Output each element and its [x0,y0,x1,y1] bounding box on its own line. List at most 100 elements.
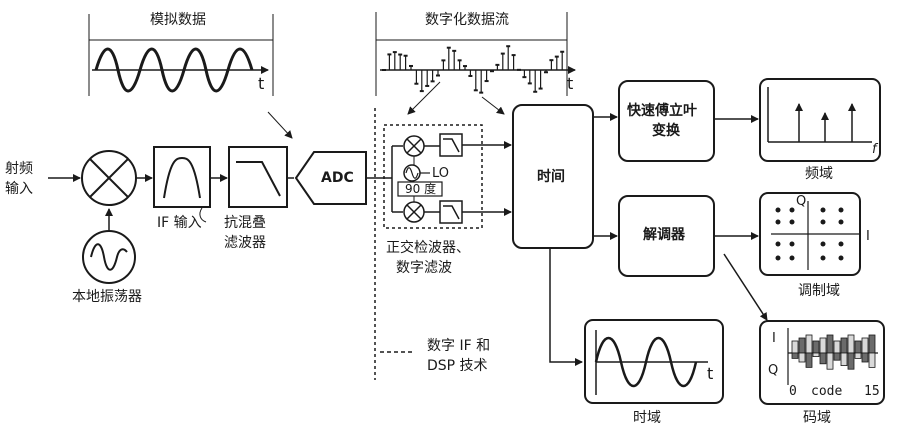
sample-cap [473,89,478,92]
constellation-points [775,207,844,261]
bandpass-filter-icon [153,146,211,208]
quad-mixer-top-icon [403,135,425,157]
code-bars [791,334,876,370]
sample-cap [414,82,419,85]
frequency-domain-label: 频域 [805,166,833,182]
antialias-label-line2: 滤波器 [224,235,266,251]
code-bar-i [847,334,855,354]
code-bar-i [826,334,834,354]
sample-cap [527,82,532,85]
code-bar-i [868,334,876,354]
phase-90-label: 90 度 [405,182,437,196]
sample-cap [522,76,527,79]
code-bar-i [833,340,841,354]
sample-cap [387,53,392,56]
analog-t-label: t [258,74,265,93]
frequency-domain-panel [759,78,881,162]
constellation-point [775,241,781,247]
lo-label: LO [432,166,450,181]
sample-cap [538,87,543,90]
code-i-label: I [772,331,776,346]
code-axis-code: code [811,384,843,399]
sample-cap [382,69,386,71]
analog-sine-wave [94,47,254,93]
sample-cap [544,71,548,74]
time-domain-label: 时域 [633,410,661,426]
code-domain-panel [759,320,885,405]
constellation-point [789,207,795,213]
digital-samples [382,45,565,94]
code-bar-i [840,337,848,354]
code-axis-0: 0 [789,384,797,399]
sample-cap [468,74,473,77]
code-bar-q [833,352,841,361]
constellation-point [820,219,826,225]
lowpass-filter-icon [228,146,288,208]
code-bar-q [854,352,862,359]
sample-cap [392,51,397,54]
sample-cap [506,45,511,48]
constellation-point [838,241,844,247]
analog-data-label: 模拟数据 [150,12,206,28]
quadrature-detector-box [383,124,483,229]
constellation-point [775,255,781,261]
constellation-point [820,241,826,247]
sample-cap [403,54,408,57]
sample-cap [409,64,413,67]
constellation-point [820,255,826,261]
modulation-domain-panel [759,192,861,276]
mod-i-axis-label: I [866,229,870,244]
digital-t-label: t [567,74,574,93]
quad-filter-top-icon [439,133,463,157]
code-bar-q [840,352,848,367]
oscillator-icon [82,230,136,284]
freq-axis-f-label: f [872,142,877,157]
sample-cap [495,63,500,66]
if-input-label: IF 输入 [157,215,202,231]
constellation-point [838,207,844,213]
quad-filter-bottom-icon [439,200,463,224]
code-bar-i [798,337,806,354]
code-bar-q [847,352,855,370]
sample-cap [457,59,462,62]
rf-input-label-line2: 输入 [5,181,33,197]
time-block [512,104,594,249]
demodulator-label: 解调器 [643,227,685,243]
sample-cap [517,68,521,71]
sample-cap [533,90,538,93]
constellation-point [789,241,795,247]
code-bar-i [861,337,869,354]
sample-cap [484,80,489,83]
code-bar-i [812,340,820,354]
digitized-stream-panel [375,12,576,96]
fft-label-line2: 变换 [652,123,680,139]
constellation-point [838,255,844,261]
constellation-point [775,219,781,225]
sample-cap [500,52,505,55]
quad-detector-label-line2: 数字滤波 [396,260,452,276]
antialias-label-line1: 抗混叠 [224,215,266,231]
time-domain-panel [584,319,724,404]
code-bar-q [861,352,869,363]
sample-cap [425,84,430,87]
code-bar-i [791,340,799,354]
code-bar-q [805,352,813,368]
constellation-point [789,255,795,261]
sample-cap [436,74,440,77]
legend-label-line1: 数字 IF 和 [427,338,491,354]
code-bar-q [798,352,806,363]
code-bar-i [854,340,862,354]
phase-90-box [397,181,443,197]
digitized-stream-label: 数字化数据流 [425,12,509,28]
adc-label: ADC [321,170,354,186]
constellation-point [775,207,781,213]
code-bar-i [805,334,813,354]
rf-input-label-line1: 射频 [5,161,33,177]
sample-cap [430,80,435,83]
sample-cap [398,53,403,56]
modulation-domain-label: 调制域 [798,283,840,299]
sample-cap [419,90,424,93]
time-domain-t-label: t [707,364,714,383]
fft-block [618,80,715,162]
